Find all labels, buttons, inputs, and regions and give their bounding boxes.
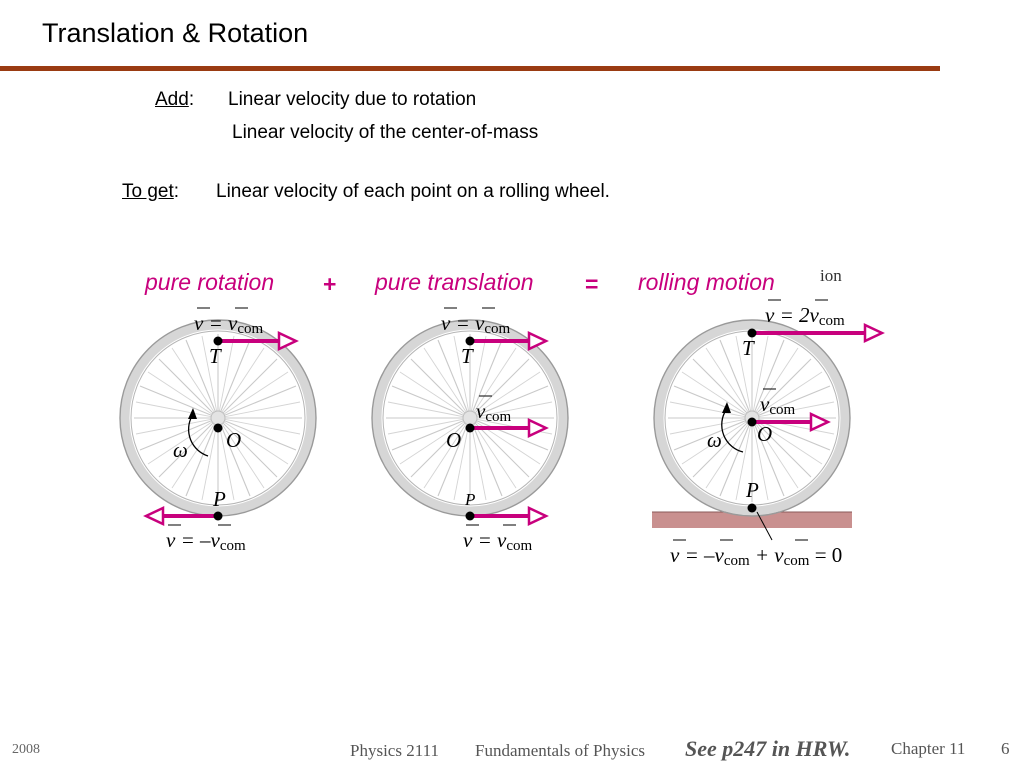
point-T-dot (213, 336, 223, 346)
caption-plus: + (323, 271, 337, 297)
point-P-dot (465, 511, 475, 521)
label-O: O (446, 428, 461, 452)
center-arrowhead-icon (809, 412, 831, 432)
caption-pure-rotation: pure rotation (145, 269, 275, 295)
top-arrowhead-icon (277, 331, 299, 351)
wheel-pure-translation: v = vcom T vcom O P v = vcom (372, 307, 568, 554)
footer-reference: See p247 in HRW. (685, 736, 851, 761)
footer-chapter: Chapter 11 (891, 739, 966, 758)
toget-label: To get (122, 181, 174, 202)
footer-year: 2008 (12, 742, 40, 757)
toget-text: Linear velocity of each point on a rolli… (216, 181, 610, 202)
add-label: Add (155, 89, 189, 110)
label-T: T (742, 336, 755, 360)
omega-rotation-arrow (188, 415, 209, 457)
leader-line (756, 511, 773, 541)
label-omega: ω (173, 438, 188, 462)
label-O: O (757, 422, 772, 446)
add-row: Add: (155, 89, 194, 111)
caption-equals: = (585, 271, 599, 297)
point-P-dot (747, 503, 757, 513)
top-arrowhead-icon (527, 331, 549, 351)
wheel3-top-label: v = 2vcom (765, 303, 845, 329)
point-O-dot (213, 423, 223, 433)
footer-page-number: 6 (1001, 739, 1010, 758)
slide-title: Translation & Rotation (42, 18, 309, 48)
footer-course: Physics 2111 (350, 741, 439, 760)
toget-row: To get: (122, 181, 179, 203)
footer-course-name: Fundamentals of Physics (475, 741, 645, 760)
center-arrowhead-icon (527, 418, 549, 438)
point-O-dot (465, 423, 475, 433)
label-P: P (212, 487, 226, 511)
toget-colon: : (173, 181, 180, 202)
caption-rolling-motion: rolling motion (638, 269, 775, 295)
point-O-dot (747, 417, 757, 427)
point-T-dot (747, 328, 757, 338)
label-T: T (461, 344, 474, 368)
wheel2-bottom-label: v = vcom (463, 528, 532, 554)
label-P: P (745, 478, 759, 502)
wheel1-top-label: v = vcom (194, 311, 263, 337)
wheel1-bottom-label: v = –vcom (166, 528, 246, 554)
label-omega: ω (707, 428, 722, 452)
bottom-arrowhead-icon (527, 506, 549, 526)
point-T-dot (465, 336, 475, 346)
omega-arrowhead-icon (722, 402, 731, 413)
omega-rotation-arrow (721, 409, 744, 453)
add-line-2: Linear velocity of the center-of-mass (232, 122, 539, 143)
label-P: P (464, 490, 475, 509)
label-O: O (226, 428, 241, 452)
caption-pure-translation: pure translation (375, 269, 534, 295)
add-colon: : (188, 89, 195, 110)
wheel-rolling-motion: v = 2vcom T vcom O ω P v = –vcom + vcom … (652, 299, 885, 569)
wheel2-top-label: v = vcom (441, 311, 510, 337)
point-P-dot (213, 511, 223, 521)
top-arrowhead-icon (863, 323, 885, 343)
wheel2-center-label: vcom (476, 399, 511, 425)
add-line-1: Linear velocity due to rotation (228, 89, 477, 110)
caption-clipped-fragment: ion (820, 266, 842, 285)
omega-arrowhead-icon (188, 408, 197, 419)
wheel-pure-rotation: v = vcom T O ω P v = –vcom (120, 307, 316, 554)
title-rule (0, 66, 940, 71)
wheel3-bottom-label: v = –vcom + vcom = 0 (670, 543, 842, 569)
label-T: T (209, 344, 222, 368)
ground-surface (652, 512, 852, 528)
wheel3-center-label: vcom (760, 392, 795, 418)
bottom-arrowhead-icon (143, 506, 165, 526)
